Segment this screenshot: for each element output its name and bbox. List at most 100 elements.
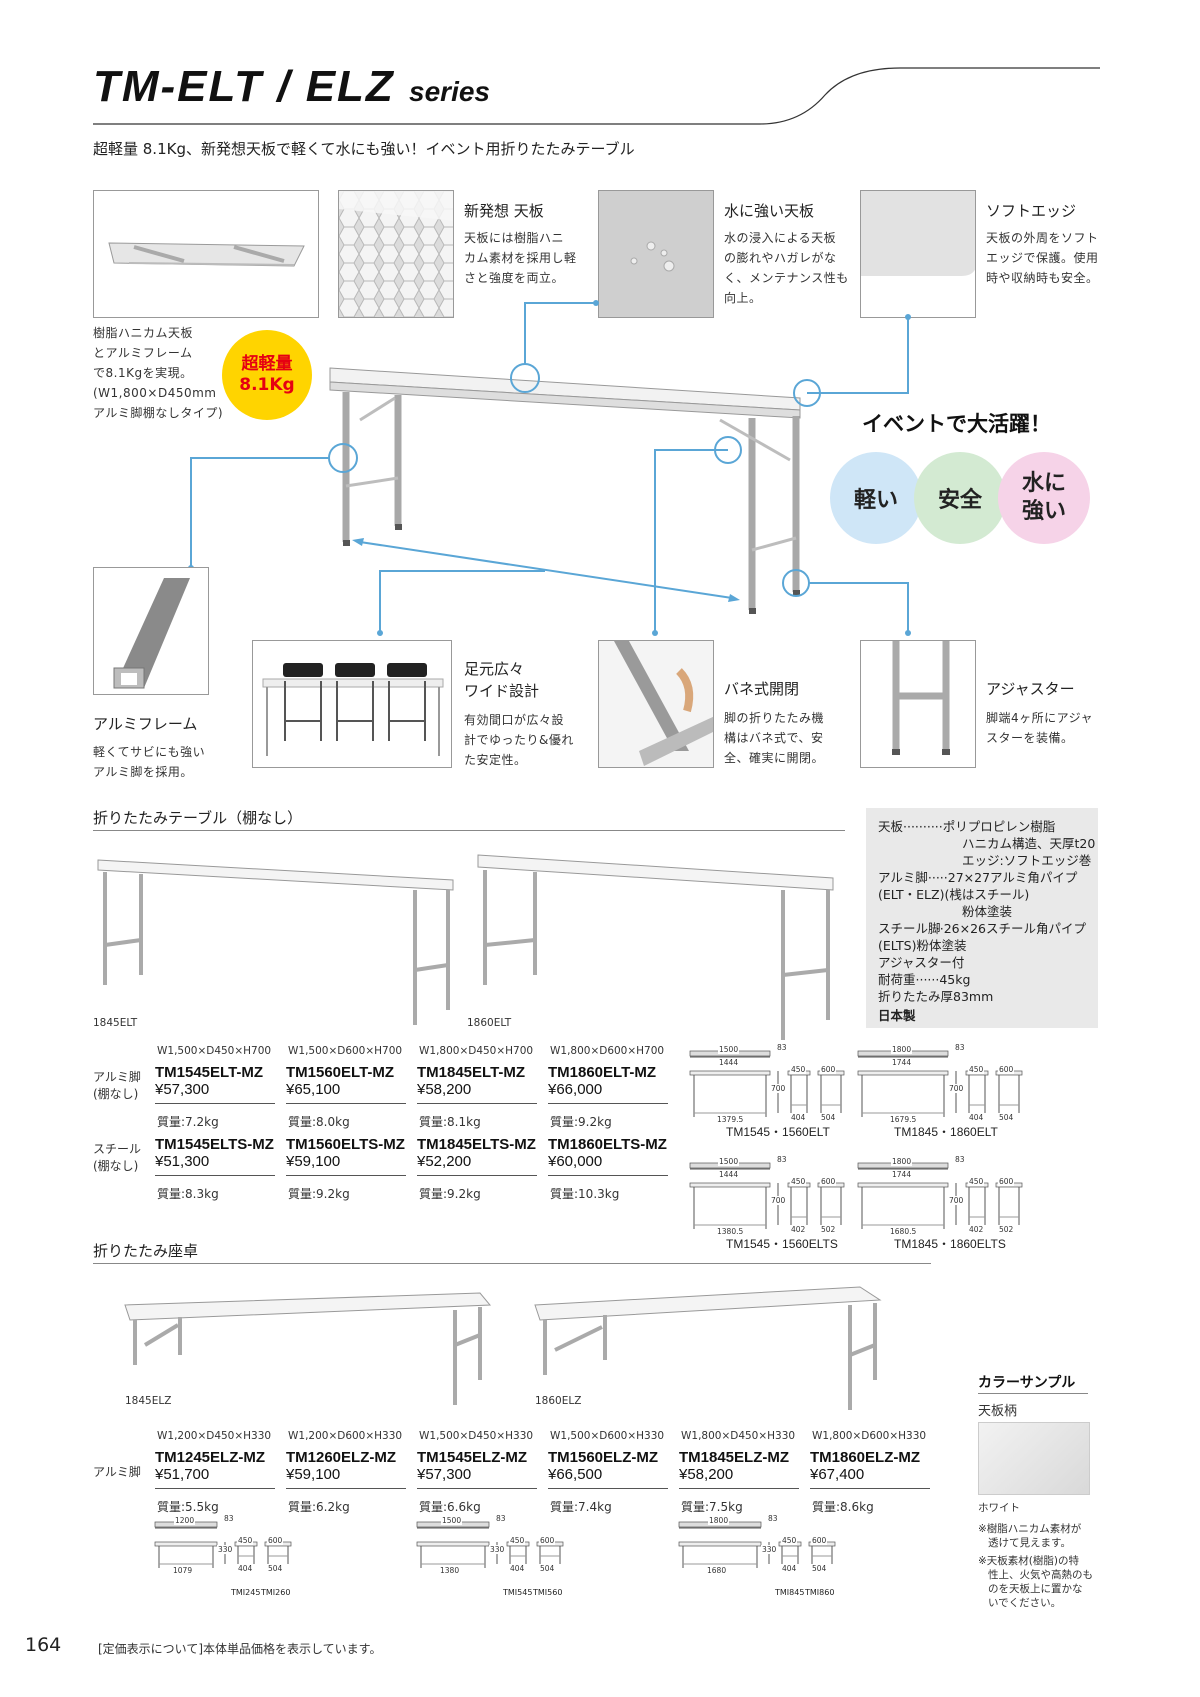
model-number: TM1860ELTS-MZ — [548, 1136, 667, 1153]
weight: 質量:6.2kg — [288, 1500, 350, 1514]
item-underline — [417, 1488, 537, 1489]
drawing-dim: 83 — [954, 1155, 966, 1164]
alu-frame-photo — [93, 567, 209, 695]
top-panel-desc: 天板には樹脂ハニカム素材を採用し軽さと強度を両立。 — [464, 231, 577, 285]
model-number: TM1245ELZ-MZ — [155, 1449, 266, 1466]
spec-line: アルミ脚·····27×27アルミ角パイプ — [878, 869, 1086, 886]
dim-label: W1,800×D450×H330 — [681, 1430, 796, 1442]
weight: 質量:9.2kg — [550, 1115, 612, 1129]
drawing-dim: 1744 — [891, 1170, 913, 1179]
drawing-dim: 83 — [776, 1043, 788, 1052]
row-label-line: アルミ脚 — [93, 1070, 141, 1084]
spec-value: ··········ポリプロピレン樹脂 — [903, 819, 1056, 834]
spec-line: (ELT・ELZ)(桟はスチール) — [878, 886, 1086, 903]
model-number: TM1845ELZ-MZ — [679, 1449, 790, 1466]
drawing-dim: 1679.5 — [889, 1115, 918, 1124]
item-underline — [286, 1175, 406, 1176]
drawing-dim: 404 — [509, 1564, 526, 1573]
price: ¥67,400 — [810, 1466, 865, 1483]
spec-key: 耐荷重 — [878, 972, 916, 987]
water-desc: 水の浸入による天板の膨れやハガレがなく、メンテナンス性も向上。 — [724, 231, 849, 305]
drawing-dim: 1380.5 — [716, 1227, 745, 1236]
spec-line: 耐荷重······45kg — [878, 971, 1086, 988]
weight: 質量:10.3kg — [550, 1187, 620, 1201]
drawing-dim: 1444 — [718, 1170, 740, 1179]
price-note: [定価表示について]本体単品価格を表示しています。 — [98, 1642, 382, 1656]
top-panel-title: 新発想 天板 — [464, 202, 544, 220]
drawing-caption: TM1845・1860ELT — [894, 1125, 998, 1139]
price: ¥58,200 — [417, 1081, 472, 1098]
item-underline — [155, 1488, 275, 1489]
drawing-dim: 404 — [781, 1564, 798, 1573]
soft-edge-title: ソフトエッジ — [986, 202, 1077, 220]
drawing-caption: TMI245 — [231, 1588, 261, 1597]
model-number: TM1560ELT-MZ — [286, 1064, 395, 1081]
spec-line: (ELTS)粉体塗装 — [878, 937, 1086, 954]
white-swatch — [978, 1422, 1090, 1495]
dim-label: W1,200×D600×H330 — [288, 1430, 403, 1442]
event-circle-light: 軽い — [830, 452, 922, 544]
row-label: スチール (棚なし) — [93, 1141, 141, 1175]
water-drops-photo — [598, 190, 714, 318]
spring-hinge-photo — [598, 640, 714, 768]
image-label-1845elt: 1845ELT — [93, 1017, 138, 1029]
drawing-dim: 504 — [998, 1113, 1015, 1122]
spec-value: (桟はスチール) — [944, 887, 1030, 902]
spec-key: アルミ脚 — [878, 870, 928, 885]
drawing-dim: 450 — [790, 1065, 807, 1074]
row-label: アルミ脚(棚なし) — [93, 1069, 141, 1103]
image-label-1845elz: 1845ELZ — [125, 1395, 172, 1407]
drawing-dim: 404 — [790, 1113, 807, 1122]
spec-key: 天板 — [878, 819, 904, 834]
weight: 質量:8.1kg — [419, 1115, 481, 1129]
row-label-line: (棚なし) — [93, 1159, 139, 1173]
water-title: 水に強い天板 — [724, 202, 815, 220]
price: ¥65,100 — [286, 1081, 341, 1098]
model-number: TM1845ELTS-MZ — [417, 1136, 536, 1153]
drawing-dim: 1800 — [891, 1157, 913, 1166]
drawing-dim: 450 — [781, 1536, 798, 1545]
model-number: TM1545ELT-MZ — [155, 1064, 264, 1081]
item-underline — [417, 1103, 537, 1104]
item-underline — [417, 1175, 537, 1176]
section1-table-photos — [97, 854, 834, 1040]
event-heading: イベントで大活躍！ — [862, 412, 1051, 436]
spec-key: スチール脚 — [878, 921, 941, 936]
alu-frame-desc: 軽くてサビにも強いアルミ脚を採用。 — [93, 745, 206, 779]
drawing-dim: 1744 — [891, 1058, 913, 1067]
model-number: TM1860ELZ-MZ — [810, 1449, 921, 1466]
price: ¥57,300 — [417, 1466, 472, 1483]
drawing-dim: 600 — [811, 1536, 828, 1545]
item-underline — [286, 1103, 406, 1104]
row-label-line: スチール — [93, 1142, 142, 1156]
drawing-dim: 504 — [811, 1564, 828, 1573]
drawing-dim: 83 — [495, 1514, 507, 1523]
drawing-dim: 404 — [237, 1564, 254, 1573]
drawing-dim: 1380 — [439, 1566, 461, 1575]
color-notes: ※樹脂ハニカム素材が透けて見えます。 ※天板素材(樹脂)の特性上、火気や高熱のも… — [978, 1523, 1093, 1609]
drawing-dim: 600 — [820, 1177, 837, 1186]
drawing-dim: 450 — [790, 1177, 807, 1186]
weight: 質量:9.2kg — [419, 1187, 481, 1201]
spec-key: 日本製 — [878, 1008, 916, 1023]
event-circle-safe: 安全 — [914, 452, 1006, 544]
weight: 質量:6.6kg — [419, 1500, 481, 1514]
drawing-dim: 1500 — [718, 1045, 740, 1054]
spec-value: 粉体塗装 — [962, 904, 1013, 919]
drawing-dim: 83 — [776, 1155, 788, 1164]
section-divider — [93, 830, 845, 831]
drawing-caption: TMI560 — [533, 1588, 563, 1597]
drawing-caption: TMI260 — [261, 1588, 291, 1597]
drawing-dim: 502 — [820, 1225, 837, 1234]
side-view-drawing — [768, 1541, 836, 1564]
price: ¥60,000 — [548, 1153, 603, 1170]
model-number: TM1260ELZ-MZ — [286, 1449, 397, 1466]
spec-key: (ELTS) — [878, 938, 917, 953]
spec-line: スチール脚··26×26スチール角パイプ — [878, 920, 1086, 937]
weight: 質量:5.5kg — [157, 1500, 219, 1514]
model-number: TM1860ELT-MZ — [548, 1064, 657, 1081]
model-number: TM1560ELZ-MZ — [548, 1449, 659, 1466]
